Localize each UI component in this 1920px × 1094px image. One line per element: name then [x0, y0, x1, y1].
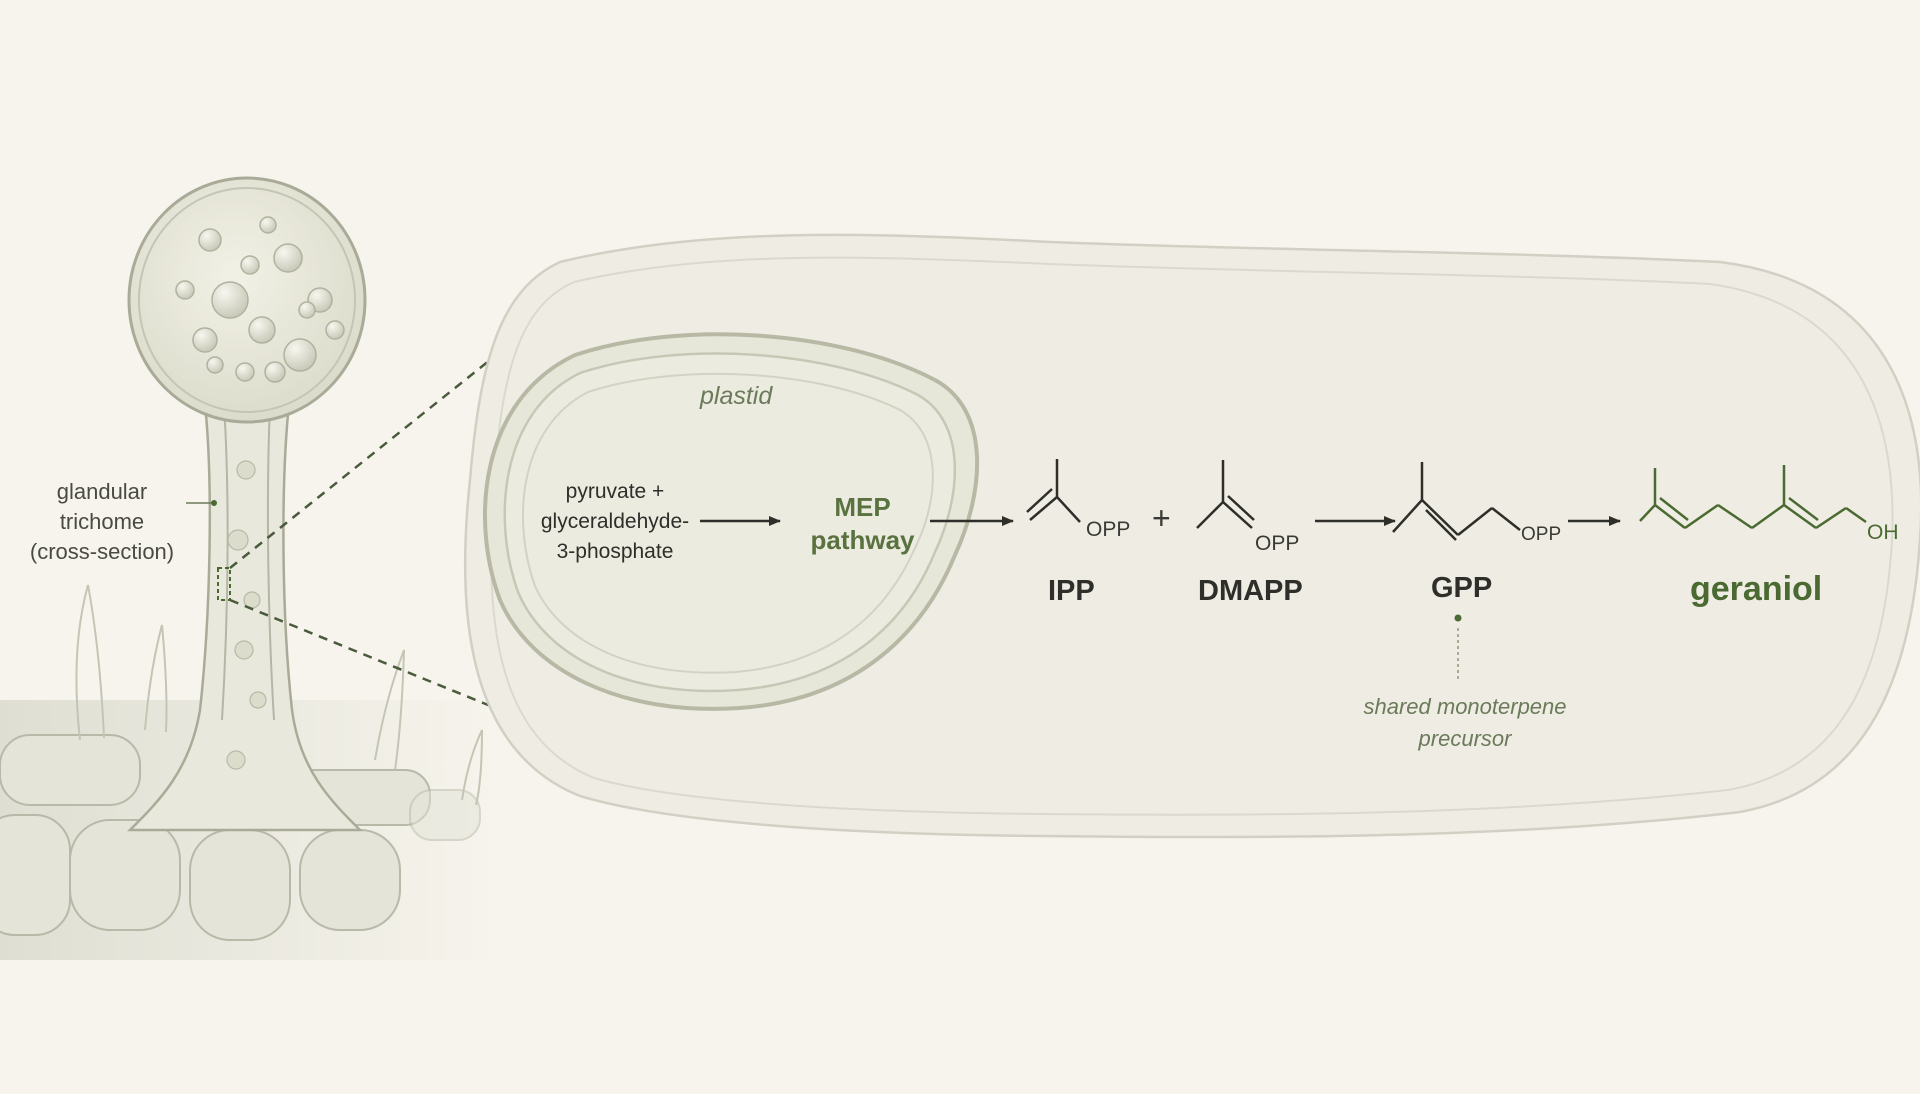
- plus-sign: +: [1152, 500, 1171, 536]
- ipp-structure: [1026, 459, 1081, 523]
- plastid-label: plastid: [700, 382, 773, 410]
- zoom-lines: [229, 319, 541, 722]
- geraniol-structure: [1639, 465, 1867, 530]
- mep-line: pathway: [810, 525, 915, 555]
- ipp-group-label: OPP: [1086, 518, 1131, 541]
- mep-pathway-label: MEP pathway: [790, 491, 935, 557]
- gpp-name: GPP: [1431, 572, 1493, 604]
- gpp-structure: [1392, 462, 1521, 541]
- substrate-line: pyruvate +: [565, 480, 665, 503]
- substrate-line: 3-phosphate: [556, 540, 674, 563]
- ipp-name: IPP: [1048, 575, 1095, 607]
- trichome-label-line: (cross-section): [29, 539, 175, 564]
- mep-line: MEP: [834, 492, 891, 522]
- substrate-line: glyceraldehyde-: [540, 510, 690, 533]
- geraniol-name: geraniol: [1690, 570, 1823, 608]
- geraniol-group-label: OH: [1867, 521, 1899, 544]
- gpp-group-label: OPP: [1521, 524, 1562, 545]
- gpp-note: shared monoterpene precursor: [1335, 691, 1595, 755]
- trichome-label-line: trichome: [59, 509, 145, 534]
- dmapp-structure: [1196, 460, 1255, 529]
- gpp-note-line: shared monoterpene: [1363, 694, 1567, 719]
- dmapp-group-label: OPP: [1255, 532, 1300, 555]
- substrate-label: pyruvate + glyceraldehyde- 3-phosphate: [520, 477, 710, 567]
- trichome-label-line: glandular: [56, 479, 148, 504]
- trichome-drawing: [126, 176, 367, 832]
- gpp-note-line: precursor: [1418, 726, 1512, 751]
- gpp-note-leader: [1454, 614, 1462, 682]
- trichome-label: glandular trichome (cross-section): [22, 477, 182, 567]
- dmapp-name: DMAPP: [1198, 575, 1303, 607]
